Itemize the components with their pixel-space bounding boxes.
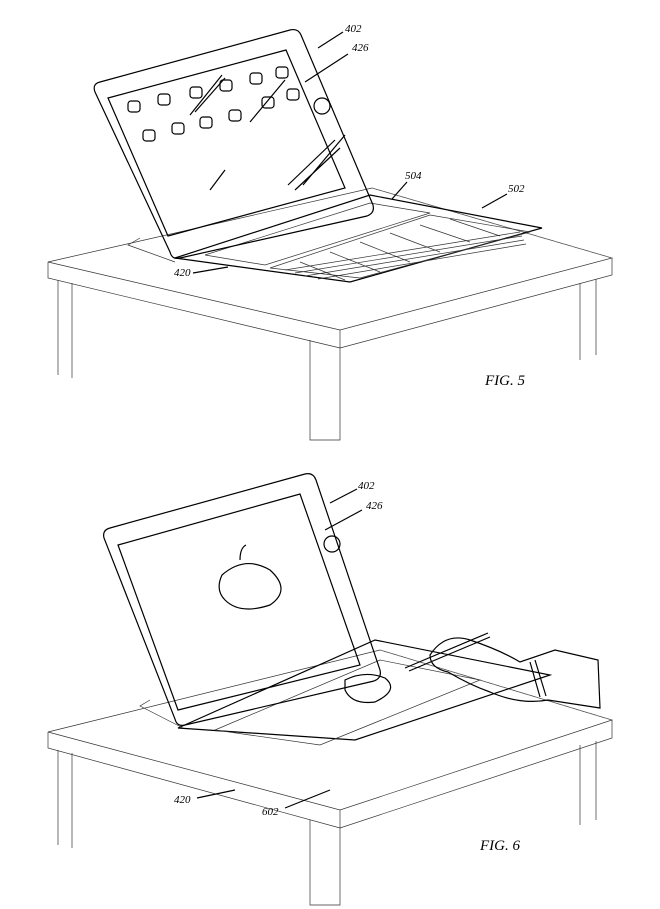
table-fig5 [47, 187, 614, 441]
tablet-fig5 [93, 28, 374, 263]
ref-label-402: 402 [358, 480, 375, 492]
ref-label-502: 502 [508, 183, 525, 195]
home-button-icon [323, 535, 341, 553]
ref-label-504: 504 [405, 170, 422, 182]
leader-arrows-fig5 [192, 31, 508, 274]
ref-label-426: 426 [352, 42, 369, 54]
fig6-drawing [47, 473, 614, 906]
ref-label-402: 402 [345, 23, 362, 35]
figure-caption-6: FIG. 6 [480, 838, 520, 854]
app-icons [127, 66, 300, 142]
hand-with-stylus [404, 632, 601, 709]
keyboard-cover-fig5 [174, 194, 543, 283]
table-fig6 [47, 649, 614, 906]
fig5-drawing [47, 28, 614, 441]
drawing-surface-fig6 [177, 639, 553, 746]
figure-caption-5: FIG. 5 [485, 373, 525, 389]
ref-label-420: 420 [174, 794, 191, 806]
home-button-icon [313, 97, 331, 115]
ref-label-602: 602 [262, 806, 279, 818]
tablet-fig6 [103, 473, 381, 729]
ref-label-426: 426 [366, 500, 383, 512]
leader-arrows-fig6 [196, 488, 363, 809]
ref-label-420: 420 [174, 267, 191, 279]
